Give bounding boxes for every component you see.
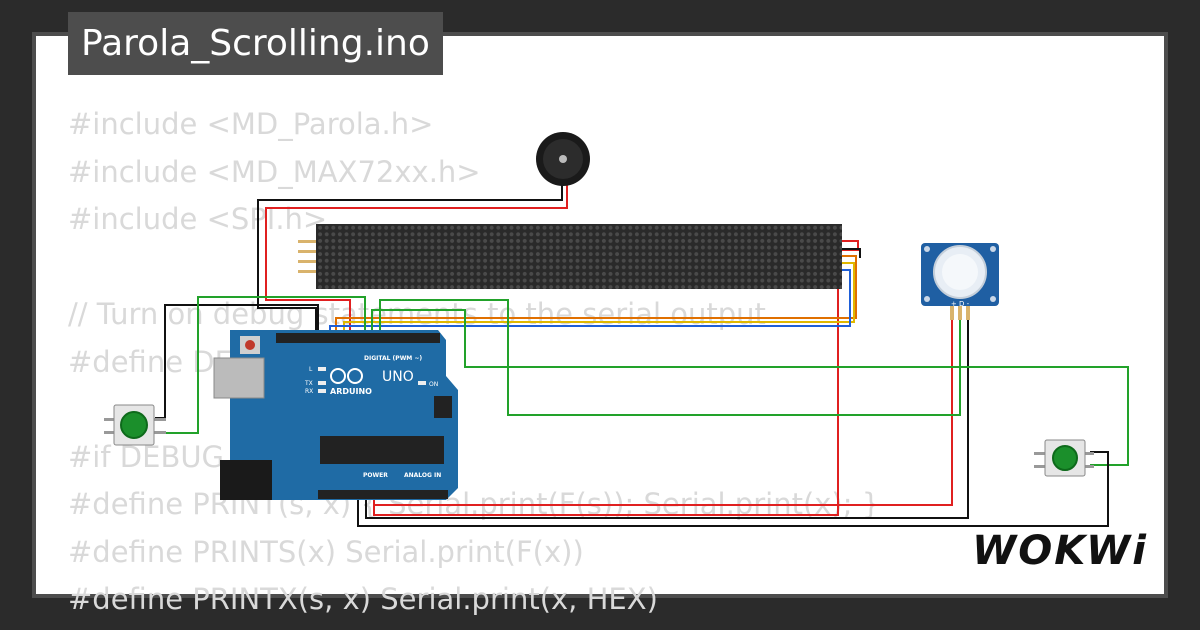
code-line: #include <MD_Parola.h>	[68, 107, 434, 141]
wokwi-logo: WOKWi	[972, 528, 1148, 574]
wire-pir-red	[374, 308, 953, 506]
wire-btn-right-black	[357, 451, 1109, 527]
wire-pir-black	[365, 308, 969, 519]
pushbutton-left[interactable]	[104, 404, 166, 446]
simulation-canvas[interactable]	[36, 36, 1164, 594]
pir-sensor[interactable]: + D -	[921, 243, 999, 320]
on-label: ON	[429, 381, 438, 388]
wire-matrix-yellow	[343, 262, 855, 340]
analog-label: ANALOG IN	[404, 472, 441, 479]
board-brand: ARDUINO	[330, 387, 372, 396]
code-line: #define PRINTX(s, x) Serial.print(x, HEX…	[68, 582, 658, 616]
power-label: POWER	[363, 472, 388, 479]
board-name: UNO	[382, 369, 414, 385]
code-line: #include <MD_MAX72xx.h>	[68, 154, 481, 189]
project-title[interactable]: Parola_Scrolling.ino	[68, 12, 443, 75]
digital-label: DIGITAL (PWM ~)	[364, 355, 422, 362]
pir-pin-label: + D -	[951, 300, 970, 308]
led-matrix[interactable]	[298, 224, 842, 289]
wire-buzzer-red	[265, 185, 568, 340]
wire-btn-right-green	[371, 309, 1129, 466]
buzzer[interactable]	[536, 132, 590, 186]
code-line: #define PRINTS(x) Serial.print(F(x))	[68, 534, 584, 569]
tx-label: TX	[304, 380, 313, 387]
arduino-uno[interactable]: UNO ARDUINO DIGITAL (PWM ~) POWER ANALOG…	[213, 330, 458, 500]
pushbutton-right[interactable]	[1034, 439, 1094, 477]
rx-label: RX	[305, 388, 313, 395]
l-label: L	[309, 366, 313, 373]
wire-btn-left-green	[155, 296, 366, 434]
wire-pir-green	[379, 299, 961, 416]
wire-matrix-black	[842, 248, 861, 258]
wire-buzzer-black	[257, 185, 563, 340]
